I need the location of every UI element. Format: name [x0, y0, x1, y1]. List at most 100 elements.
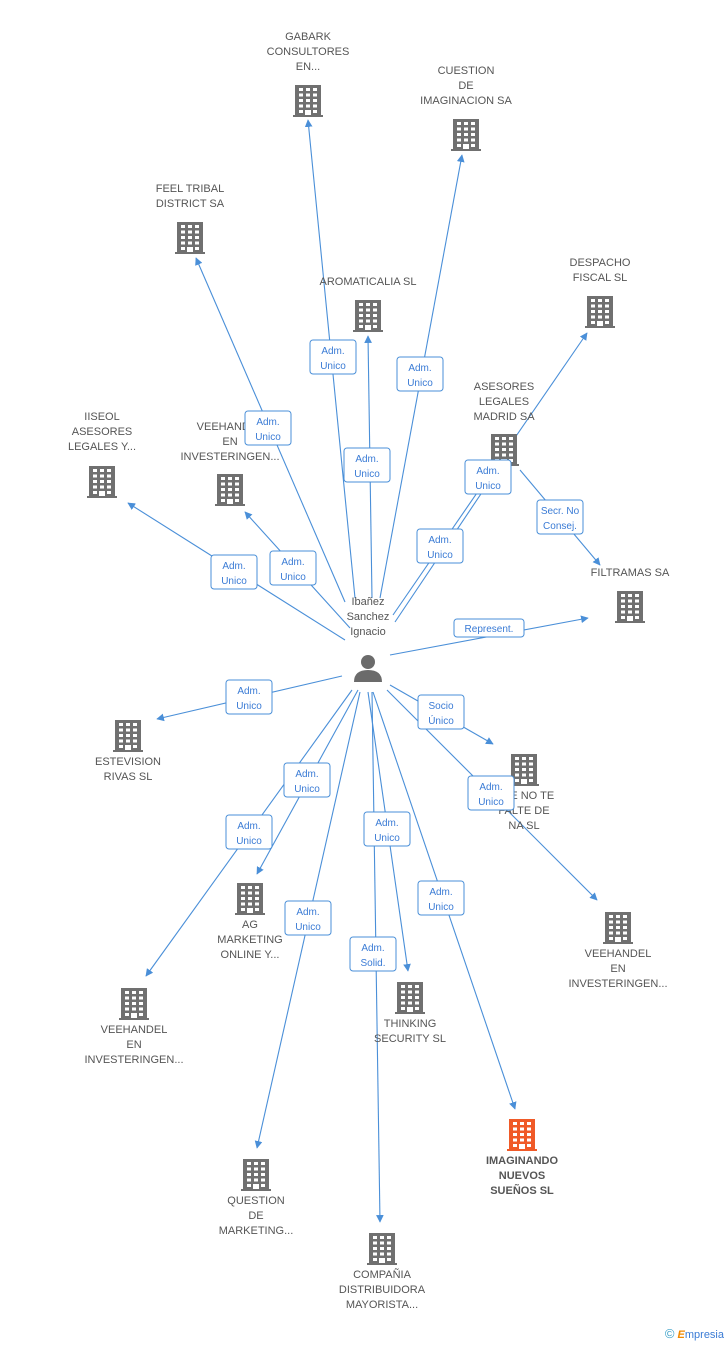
- relation-label-compania[interactable]: Adm.Solid.: [349, 936, 397, 972]
- relation-label-feel[interactable]: Adm.Unico: [244, 410, 292, 446]
- company-label: INVESTERINGEN...: [568, 978, 667, 990]
- relation-text: Adm.: [237, 821, 260, 832]
- company-label: EN...: [296, 61, 320, 73]
- company-node-veehandel2[interactable]: VEEHANDEL EN INVESTERINGEN...: [568, 912, 668, 990]
- building-icon: [615, 591, 645, 623]
- company-label: DISTRIBUIDORA: [339, 1284, 426, 1296]
- company-label: EN: [610, 963, 625, 975]
- company-label: EN: [222, 436, 237, 448]
- relation-label-filtramas[interactable]: Represent.: [453, 618, 525, 638]
- brand-initial: E: [677, 1329, 685, 1341]
- company-label: DISTRICT SA: [156, 198, 225, 210]
- relation-text: Adm.: [296, 907, 319, 918]
- building-icon: [367, 1233, 397, 1265]
- company-label: INVESTERINGEN...: [180, 451, 279, 463]
- relation-label-ag[interactable]: Adm. Unico: [283, 762, 331, 798]
- company-label: NUEVOS: [499, 1170, 545, 1182]
- relation-text: Represent.: [465, 624, 514, 635]
- relation-text: Adm.: [428, 535, 451, 546]
- relation-text: Adm.: [256, 417, 279, 428]
- company-node-feel[interactable]: FEEL TRIBAL DISTRICT SA: [156, 183, 225, 254]
- copyright-icon: ©: [664, 1326, 675, 1341]
- relation-label-question[interactable]: Adm. Unico: [284, 900, 332, 936]
- company-label: QUESTION: [227, 1195, 285, 1207]
- relation-text: Consej.: [543, 521, 577, 532]
- building-icon: [113, 720, 143, 752]
- company-node-filtramas[interactable]: FILTRAMAS SA: [591, 567, 670, 623]
- relation-label-veehandel2[interactable]: Adm. Unico: [467, 775, 515, 811]
- company-label: SECURITY SL: [374, 1033, 446, 1045]
- company-label: MARKETING: [217, 934, 282, 946]
- company-node-estevision[interactable]: ESTEVISION RIVAS SL: [95, 720, 161, 783]
- relation-label-gabark[interactable]: Adm.Unico: [309, 339, 357, 375]
- company-label: VEEHANDEL: [585, 948, 652, 960]
- building-icon: [87, 466, 117, 498]
- relation-text: Unico: [280, 572, 306, 583]
- relation-label-veehandel3[interactable]: Adm. Unico: [225, 814, 273, 850]
- relation-text: Adm.: [429, 887, 452, 898]
- company-label: GABARK: [285, 31, 332, 43]
- relation-text: Unico: [236, 836, 262, 847]
- company-label: EN: [126, 1039, 141, 1051]
- company-label: ESTEVISION: [95, 756, 161, 768]
- building-icon: [603, 912, 633, 944]
- company-node-veehandel1[interactable]: VEEHANDELENINVESTERINGEN...: [180, 421, 280, 506]
- company-label: MAYORISTA...: [346, 1299, 418, 1311]
- relation-text: Secr. No: [541, 506, 580, 517]
- relation-text: Unico: [295, 922, 321, 933]
- company-node-aromaticalia[interactable]: AROMATICALIA SL: [320, 276, 417, 332]
- building-icon: [241, 1159, 271, 1191]
- brand-name: mpresia: [684, 1329, 724, 1341]
- person-label: Ibañez: [351, 596, 384, 608]
- company-node-gabark[interactable]: GABARKCONSULTORESEN...: [267, 31, 350, 117]
- relation-text: Unico: [294, 784, 320, 795]
- company-label: FEEL TRIBAL: [156, 183, 224, 195]
- company-label: INVESTERINGEN...: [84, 1054, 183, 1066]
- relation-label-aromaticalia[interactable]: Adm.Unico: [343, 447, 391, 483]
- person-label: Ignacio: [350, 626, 385, 638]
- building-icon: [293, 85, 323, 117]
- person-icon: [354, 655, 382, 682]
- company-label: MADRID SA: [473, 411, 535, 423]
- relation-text: Unico: [236, 701, 262, 712]
- relation-label-thinking[interactable]: Adm.Unico: [363, 811, 411, 847]
- building-icon: [451, 119, 481, 151]
- building-icon: [353, 300, 383, 332]
- relation-label-iiseol[interactable]: Adm.Unico: [210, 554, 258, 590]
- company-label: COMPAÑIA: [353, 1268, 412, 1281]
- company-label: SUEÑOS SL: [490, 1184, 554, 1197]
- company-label: IISEOL: [84, 411, 119, 423]
- company-label: RIVAS SL: [104, 771, 153, 783]
- relation-text: Unico: [428, 902, 454, 913]
- relation-label-filtramas[interactable]: Secr. No Consej.: [536, 499, 584, 535]
- relation-text: Adm.: [479, 782, 502, 793]
- relation-text: Solid.: [360, 958, 385, 969]
- company-label: VEEHANDEL: [101, 1024, 168, 1036]
- relation-label-asesores[interactable]: Adm.Unico: [464, 459, 512, 495]
- relation-label-cuestion[interactable]: Adm.Unico: [396, 356, 444, 392]
- company-node-veehandel3[interactable]: VEEHANDEL EN INVESTERINGEN...: [84, 988, 184, 1066]
- building-icon: [507, 1119, 537, 1151]
- company-node-compania[interactable]: COMPAÑIA DISTRIBUIDORA MAYORISTA...: [339, 1233, 426, 1311]
- relation-text: Unico: [407, 378, 433, 389]
- relation-text: Unico: [478, 797, 504, 808]
- relation-label-despacho[interactable]: Adm.Unico: [416, 528, 464, 564]
- relation-label-imaginando[interactable]: Adm. Unico: [417, 880, 465, 916]
- relation-label-veehandel1[interactable]: Adm.Unico: [269, 550, 317, 586]
- company-node-question[interactable]: QUESTIONDEMARKETING...: [219, 1159, 294, 1237]
- relation-label-estevision[interactable]: Adm.Unico: [225, 679, 273, 715]
- person-label: Sanchez: [347, 611, 390, 623]
- relation-text: Adm.: [295, 769, 318, 780]
